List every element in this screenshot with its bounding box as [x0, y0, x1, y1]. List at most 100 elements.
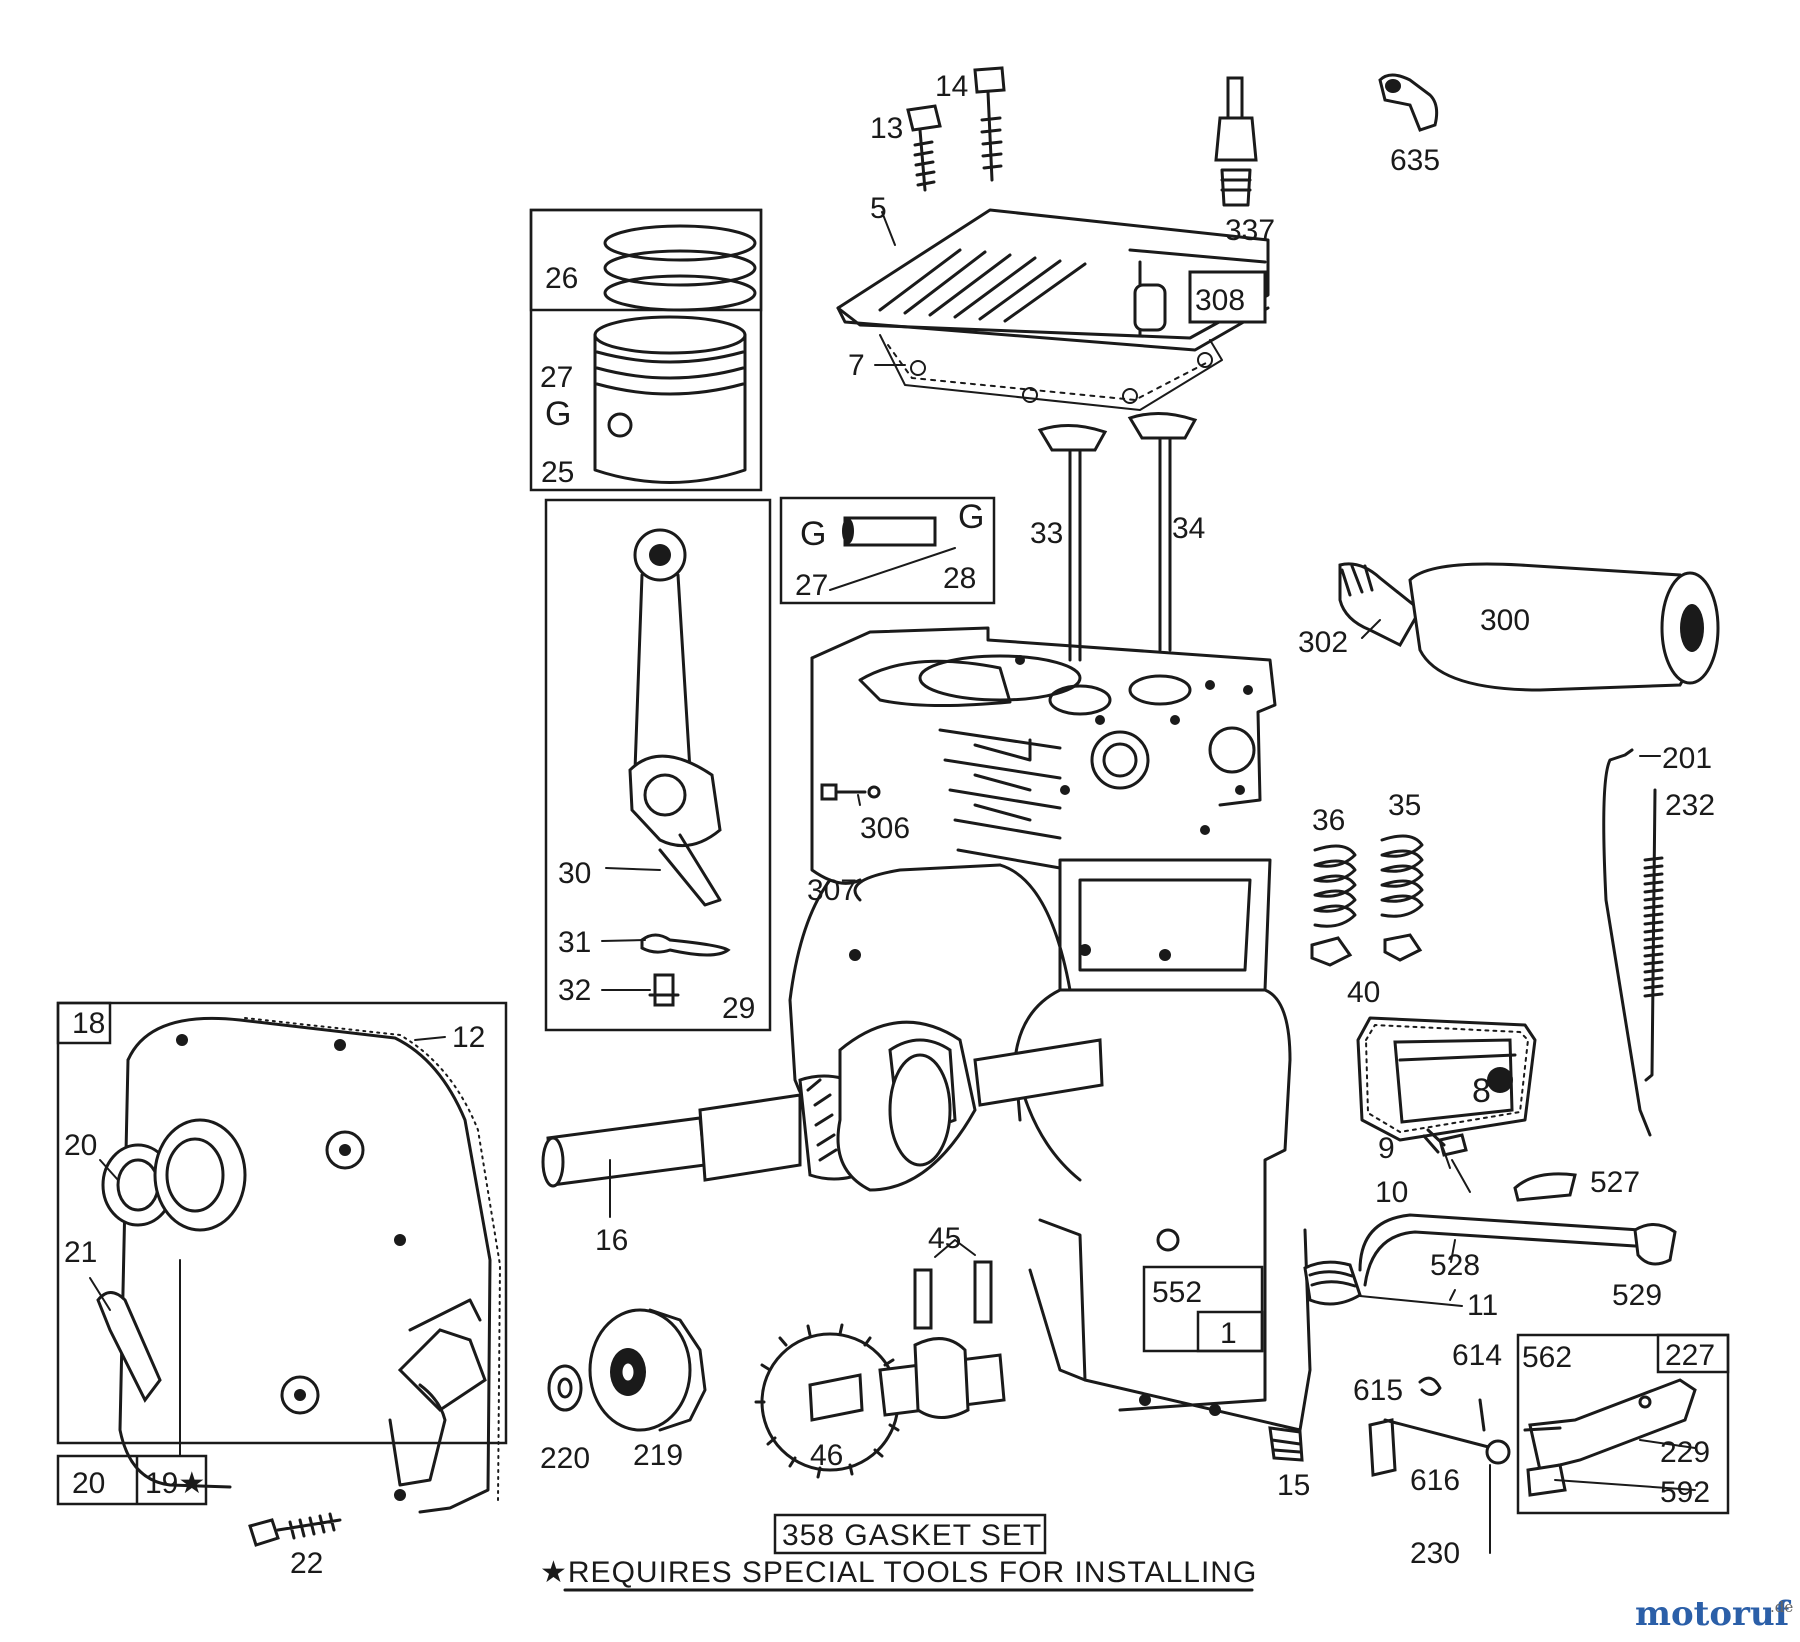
label-36: 36 — [1312, 804, 1345, 837]
bracket-qty-box — [1196, 1310, 1264, 1353]
label-616: 616 — [1410, 1464, 1460, 1497]
engine-block — [788, 626, 1312, 1432]
breather-tube — [1303, 1172, 1677, 1306]
label-528: 528 — [1430, 1249, 1480, 1282]
label-G-c: G — [958, 498, 984, 536]
label-G-b: G — [800, 515, 826, 553]
label-300: 300 — [1480, 604, 1530, 637]
gasket-set-note: 358 GASKET SET — [782, 1519, 1042, 1552]
valve-spring-35 — [1380, 834, 1424, 962]
label-20a: 20 — [64, 1129, 97, 1162]
exhaust-valve — [1037, 423, 1108, 662]
label-33: 33 — [1030, 517, 1063, 550]
muffler — [1338, 562, 1720, 692]
label-306: 306 — [860, 812, 910, 845]
label-527: 527 — [1590, 1166, 1640, 1199]
label-9: 9 — [1378, 1132, 1395, 1165]
label-13: 13 — [870, 112, 903, 145]
breather-assembly — [1356, 1016, 1537, 1157]
spark-plug-boot — [1378, 73, 1439, 132]
label-230: 230 — [1410, 1537, 1460, 1570]
ring-set-box — [529, 208, 763, 312]
label-45: 45 — [928, 1222, 961, 1255]
label-220: 220 — [540, 1442, 590, 1475]
label-229: 229 — [1660, 1436, 1710, 1469]
label-308: 308 — [1195, 284, 1245, 317]
governor-gear — [588, 1308, 707, 1432]
label-10: 10 — [1375, 1176, 1408, 1209]
oil-seal-box — [56, 1454, 208, 1506]
label-307: 307 — [807, 874, 857, 907]
camshaft — [754, 1260, 1006, 1479]
cylinder-head — [836, 208, 1270, 352]
label-5: 5 — [870, 192, 887, 225]
label-19: 19★ — [145, 1467, 205, 1500]
label-21: 21 — [64, 1236, 97, 1269]
label-337: 337 — [1225, 214, 1275, 247]
label-29: 29 — [722, 992, 755, 1025]
connecting-rod — [628, 528, 731, 1007]
label-35: 35 — [1388, 789, 1421, 822]
label-15: 15 — [1277, 1469, 1310, 1502]
label-20b: 20 — [72, 1467, 105, 1500]
part-labels: 5 7 13 14 337 635 308 26 27 G 25 G G 27 … — [64, 70, 1715, 1580]
label-592: 592 — [1660, 1476, 1710, 1509]
cover-bolt — [248, 1512, 342, 1547]
valve-spring-36 — [1310, 844, 1357, 967]
label-552-qty: 1 — [1220, 1317, 1237, 1350]
head-bolt-14 — [973, 66, 1006, 182]
label-7: 7 — [848, 349, 865, 382]
label-25: 25 — [541, 456, 574, 489]
label-30: 30 — [558, 857, 591, 890]
spark-plug — [1214, 76, 1258, 207]
screw-307 — [820, 783, 881, 801]
label-14: 14 — [935, 70, 968, 103]
label-614: 614 — [1452, 1339, 1502, 1372]
head-bolt-13 — [906, 104, 942, 192]
governor-lever — [1523, 1378, 1697, 1497]
label-615: 615 — [1353, 1374, 1403, 1407]
gasket-set-box — [773, 1513, 1047, 1555]
piston-pin-box — [779, 496, 996, 605]
gear-cover — [96, 1016, 501, 1514]
label-8: 8 — [1472, 1072, 1491, 1110]
piston-rings — [603, 224, 757, 312]
watermark-text: motoruf — [1635, 1594, 1792, 1634]
head-gasket — [879, 334, 1223, 411]
intake-valve — [1127, 411, 1198, 652]
label-201: 201 — [1662, 742, 1712, 775]
label-32: 32 — [558, 974, 591, 1007]
label-18: 18 — [72, 1007, 105, 1040]
drain-plug — [1268, 1426, 1304, 1462]
governor-lever-label-box — [1656, 1333, 1730, 1374]
label-27a: 27 — [540, 361, 573, 394]
label-232: 232 — [1665, 789, 1715, 822]
label-26: 26 — [545, 262, 578, 295]
label-227: 227 — [1665, 1339, 1715, 1372]
leader-lines — [89, 211, 1696, 1554]
gear-cover-label-box — [56, 1001, 112, 1045]
label-12: 12 — [452, 1021, 485, 1054]
crankshaft — [541, 1020, 1104, 1192]
label-34: 34 — [1172, 512, 1205, 545]
governor-link — [1602, 748, 1664, 1137]
label-552: 552 — [1152, 1276, 1202, 1309]
piston-pin — [829, 516, 956, 591]
label-302: 302 — [1298, 626, 1348, 659]
special-tools-note: ★REQUIRES SPECIAL TOOLS FOR INSTALLING — [540, 1556, 1257, 1589]
governor-lever-box — [1516, 1333, 1730, 1515]
label-529: 529 — [1612, 1279, 1662, 1312]
label-16: 16 — [595, 1224, 628, 1257]
watermark-logo: motoruf .de — [1635, 1594, 1793, 1634]
thrust-washer — [547, 1364, 583, 1412]
watermark-suffix: .de — [1770, 1598, 1793, 1616]
gear-cover-box — [56, 1001, 508, 1445]
label-G-a: G — [545, 395, 571, 433]
governor-shaft — [1368, 1376, 1511, 1477]
label-219: 219 — [633, 1439, 683, 1472]
piston — [593, 315, 747, 484]
label-31: 31 — [558, 926, 591, 959]
label-635: 635 — [1390, 144, 1440, 177]
